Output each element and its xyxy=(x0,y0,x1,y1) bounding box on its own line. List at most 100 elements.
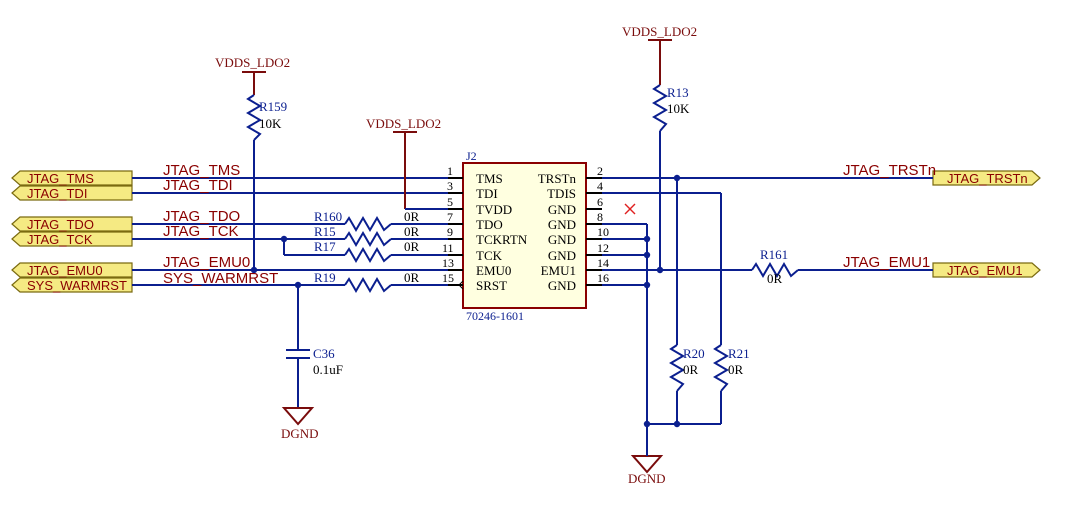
resistor-ref: R15 xyxy=(314,224,336,239)
pin-number: 11 xyxy=(442,241,454,255)
pin-name: GND xyxy=(548,232,576,247)
ground-dgnd-right: DGND xyxy=(628,455,666,486)
resistor-value: 0R xyxy=(404,224,420,239)
resistor-ref: R21 xyxy=(728,346,750,361)
pin-number: 1 xyxy=(447,164,453,178)
port-label: JTAG_TDI xyxy=(27,186,87,201)
wires-left xyxy=(132,132,448,408)
power-vdds-right: VDDS_LDO2 xyxy=(622,24,697,41)
port-label: JTAG_TMS xyxy=(27,171,94,186)
resistor-r15: R15 0R xyxy=(314,224,420,247)
net-label-tdi: JTAG_TDI xyxy=(163,177,233,194)
resistor-r160: R160 0R xyxy=(314,209,420,232)
port-jtag-emu0: JTAG_EMU0 xyxy=(11,262,133,278)
net-label-emu0: JTAG_EMU0 xyxy=(163,254,250,271)
pin-name: TCKRTN xyxy=(476,232,528,247)
net-label-warmrst: SYS_WARMRST xyxy=(163,270,278,287)
resistor-r21: R21 0R xyxy=(713,344,750,392)
port-jtag-emu1: JTAG_EMU1 xyxy=(932,262,1041,278)
junction-dot xyxy=(643,235,651,243)
power-label: VDDS_LDO2 xyxy=(622,24,697,39)
resistor-ref: R20 xyxy=(683,346,705,361)
resistor-value: 0R xyxy=(728,362,744,377)
resistor-ref: R13 xyxy=(667,85,689,100)
connector-part: 70246-1601 xyxy=(466,309,524,323)
pin-number: 7 xyxy=(447,210,453,224)
resistor-ref: R160 xyxy=(314,209,342,224)
resistor-r13: R13 10K xyxy=(652,84,690,132)
pin-name: TMS xyxy=(476,171,503,186)
port-label: JTAG_TCK xyxy=(27,232,93,247)
pin-name: SRST xyxy=(476,278,507,293)
resistor-ref: R161 xyxy=(760,247,788,262)
port-label: JTAG_TRSTn xyxy=(947,171,1028,186)
connector-refdes: J2 xyxy=(466,149,477,163)
resistor-value: 10K xyxy=(259,116,282,131)
pin-name: TDI xyxy=(476,186,498,201)
resistor-r161: R161 0R xyxy=(751,247,799,286)
power-label: VDDS_LDO2 xyxy=(215,55,290,70)
pin-number: 8 xyxy=(597,210,603,224)
junction-dot xyxy=(673,174,681,182)
port-jtag-tck: JTAG_TCK xyxy=(11,231,133,247)
srst-indicator xyxy=(458,280,464,290)
junction-dot xyxy=(250,266,258,274)
pin-name: TRSTn xyxy=(538,171,577,186)
ground-label: DGND xyxy=(281,426,319,441)
resistor-r20: R20 0R xyxy=(669,344,705,392)
net-label-emu1: JTAG_EMU1 xyxy=(843,254,930,271)
pin-number: 6 xyxy=(597,195,603,209)
right-pin-stubs xyxy=(586,177,602,286)
resistor-value: 0R xyxy=(404,239,420,254)
pin-number: 14 xyxy=(597,256,609,270)
junction-dot xyxy=(280,235,288,243)
port-label: JTAG_TDO xyxy=(27,217,94,232)
pin-number: 15 xyxy=(442,271,454,285)
pin-name: GND xyxy=(548,217,576,232)
power-label: VDDS_LDO2 xyxy=(366,116,441,131)
pin-name: TDIS xyxy=(547,186,576,201)
pin-number: 4 xyxy=(597,179,603,193)
resistor-r17: R17 0R xyxy=(314,239,420,263)
resistor-ref: R19 xyxy=(314,270,336,285)
resistor-value: 0R xyxy=(404,209,420,224)
resistor-value: 0R xyxy=(683,362,699,377)
junction-dot xyxy=(656,266,664,274)
capacitor-value: 0.1uF xyxy=(313,362,343,377)
junction-dot xyxy=(643,420,651,428)
port-label: SYS_WARMRST xyxy=(27,278,127,293)
junction-dot xyxy=(294,281,302,289)
pin-number: 10 xyxy=(597,225,609,239)
power-vdds-middle: VDDS_LDO2 xyxy=(366,116,441,133)
power-vdds-left: VDDS_LDO2 xyxy=(215,55,290,73)
pin-name: TVDD xyxy=(476,202,512,217)
junction-dot xyxy=(643,281,651,289)
pin-name: EMU0 xyxy=(476,263,511,278)
junction-dot xyxy=(643,251,651,259)
pin-number: 5 xyxy=(447,195,453,209)
port-jtag-trstn: JTAG_TRSTn xyxy=(932,170,1041,186)
net-label-trstn: JTAG_TRSTn xyxy=(843,162,936,179)
net-label-tms: JTAG_TMS xyxy=(163,162,240,179)
pin-number: 9 xyxy=(447,225,453,239)
pin-name: TCK xyxy=(476,248,503,263)
net-label-tdo: JTAG_TDO xyxy=(163,208,240,225)
pin-name: GND xyxy=(548,248,576,263)
port-jtag-tdi: JTAG_TDI xyxy=(11,185,133,201)
net-label-tck: JTAG_TCK xyxy=(163,223,239,240)
pin-number: 3 xyxy=(447,179,453,193)
pin-name: GND xyxy=(548,202,576,217)
pin-name: GND xyxy=(548,278,576,293)
port-jtag-tms: JTAG_TMS xyxy=(11,170,133,186)
resistor-r159: R159 10K xyxy=(246,72,287,141)
ground-label: DGND xyxy=(628,471,666,486)
resistor-value: 0R xyxy=(767,271,783,286)
ground-dgnd-left: DGND xyxy=(281,407,319,441)
resistor-value: 10K xyxy=(667,101,690,116)
port-sys-warmrst: SYS_WARMRST xyxy=(11,277,133,293)
port-jtag-tdo: JTAG_TDO xyxy=(11,216,133,232)
pin-name: TDO xyxy=(476,217,503,232)
capacitor-c36: C36 0.1uF xyxy=(286,346,343,377)
capacitor-ref: C36 xyxy=(313,346,335,361)
